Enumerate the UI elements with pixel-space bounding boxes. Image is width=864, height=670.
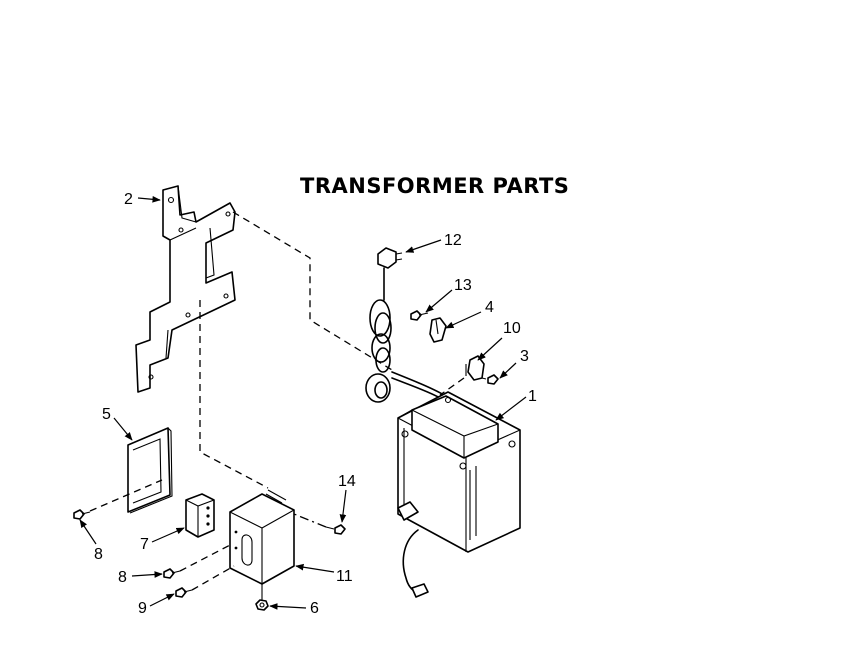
callout-labels: 2 12 13 4 10 3 1 5 14 7 8 8 9 11 6 [94,191,537,617]
callout-5: 5 [102,406,111,423]
screws [73,310,499,598]
filter-box [229,489,295,585]
mounting-bracket [135,185,236,393]
callout-6: 6 [310,600,319,617]
wire-clamp [429,317,447,343]
callout-7: 7 [140,536,149,553]
power-cord [365,247,445,403]
callout-8-upper: 8 [94,546,103,563]
cover-bracket [127,427,173,514]
callout-1: 1 [528,388,537,405]
transformer [397,391,521,598]
callout-12: 12 [444,232,462,249]
callout-13: 13 [454,277,472,294]
terminal-block [185,493,215,538]
diagram-title: TRANSFORMER PARTS [300,174,570,198]
callout-14: 14 [338,473,356,490]
callout-2: 2 [124,191,133,208]
callout-8-lower: 8 [118,569,127,586]
callout-3: 3 [520,348,529,365]
nut [255,599,269,611]
leader-arrows [79,195,527,610]
callout-10: 10 [503,320,521,337]
callout-11: 11 [336,568,353,585]
callout-9: 9 [138,600,147,617]
callout-4: 4 [485,299,494,316]
wire-clip [465,355,485,381]
assembly-lines [89,211,465,600]
